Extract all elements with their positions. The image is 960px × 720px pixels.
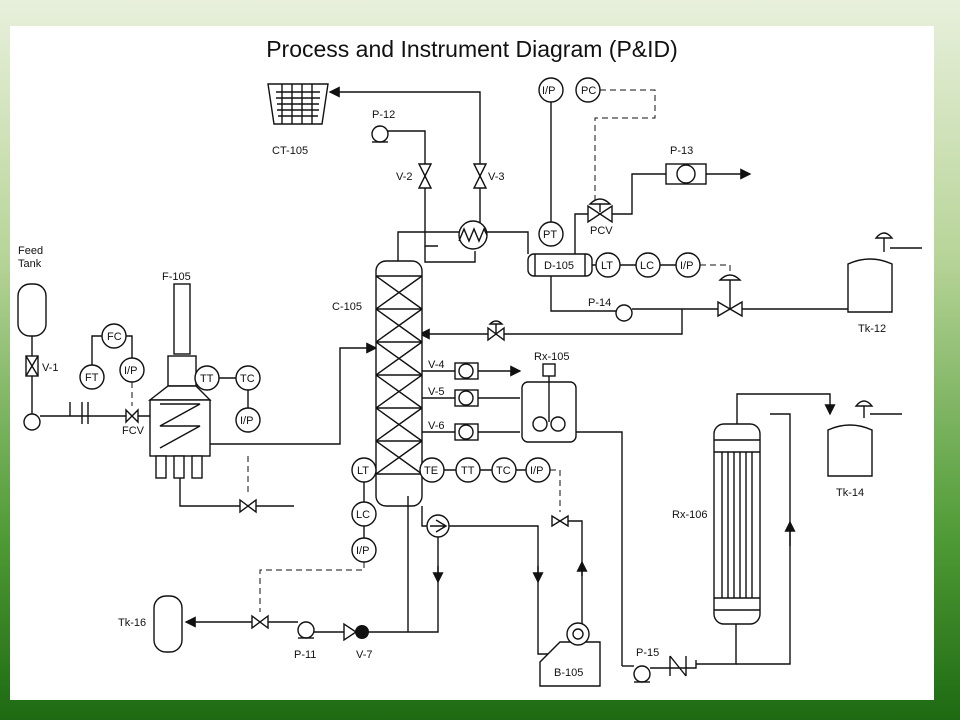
pump-p15 — [633, 665, 651, 683]
diagram-title: Process and Instrument Diagram (P&ID) — [266, 36, 678, 62]
text-fc: FC — [107, 331, 122, 343]
text-ip-col2: I/P — [530, 465, 543, 477]
instrument-pt — [538, 221, 564, 247]
label-pcv: PCV — [590, 225, 613, 237]
valve-v4 — [454, 362, 479, 380]
label-tk12: Tk-12 — [858, 323, 886, 335]
label-v6: V-6 — [428, 420, 445, 432]
valve-fuel — [239, 498, 257, 514]
label-v3: V-3 — [488, 171, 505, 183]
valve-v5 — [454, 389, 479, 407]
label-v4: V-4 — [428, 359, 445, 371]
label-p14: P-14 — [588, 297, 611, 309]
column-c105 — [375, 260, 423, 507]
label-v1: V-1 — [42, 362, 59, 374]
label-p13: P-13 — [670, 145, 693, 157]
text-ip-furnace: I/P — [240, 415, 253, 427]
pump-p12 — [371, 125, 389, 143]
label-rx106: Rx-106 — [672, 509, 707, 521]
label-ct105: CT-105 — [272, 145, 308, 157]
reactor-rx106 — [713, 423, 761, 625]
valve-v3 — [472, 163, 488, 189]
valve-v2 — [417, 163, 433, 189]
reactor-rx105 — [521, 363, 577, 443]
label-v5: V-5 — [428, 386, 445, 398]
cooling-tower-ct105 — [267, 83, 329, 125]
text-lt-d105: LT — [601, 260, 613, 272]
label-tk14: Tk-14 — [836, 487, 864, 499]
text-pt: PT — [543, 229, 557, 241]
label-feed-tank-1: Feed — [18, 245, 43, 257]
tank-tk12 — [847, 232, 922, 313]
blower-b105 — [539, 622, 601, 687]
label-p11: P-11 — [294, 649, 316, 661]
label-f105: F-105 — [162, 271, 191, 283]
label-feed-tank-2: Tank — [18, 258, 42, 270]
valve-level-control — [717, 274, 743, 318]
text-te: TE — [424, 465, 438, 477]
text-ip-col: I/P — [356, 545, 369, 557]
valve-v7 — [343, 622, 369, 642]
valve-v6 — [454, 423, 479, 441]
label-tk16: Tk-16 — [118, 617, 146, 629]
pump-feed — [23, 413, 41, 431]
text-ip-feed: I/P — [124, 365, 137, 377]
label-c105: C-105 — [332, 301, 362, 313]
furnace-f105 — [147, 283, 212, 479]
valve-bottoms — [251, 614, 269, 630]
valve-pcv — [587, 198, 613, 224]
text-lt-col: LT — [357, 465, 369, 477]
valve-fcv — [125, 408, 139, 424]
condenser-exchanger — [458, 220, 488, 250]
valve-steam — [551, 514, 569, 528]
valve-reflux — [487, 320, 505, 342]
tank-tk14 — [827, 400, 902, 477]
text-lc-col: LC — [356, 509, 370, 521]
drum-d105 — [527, 253, 593, 277]
diagram-canvas: Process and Instrument Diagram (P&ID) CT… — [10, 26, 934, 700]
label-d105: D-105 — [544, 260, 574, 272]
text-lc-d105: LC — [640, 260, 654, 272]
label-v2: V-2 — [396, 171, 413, 183]
pump-p11 — [297, 621, 315, 639]
pump-p14 — [615, 304, 633, 322]
text-ip-d105: I/P — [680, 260, 693, 272]
label-b105: B-105 — [554, 667, 583, 679]
label-v7: V-7 — [356, 649, 373, 661]
text-tc-furnace: TC — [240, 373, 255, 385]
feed-tank — [17, 283, 47, 337]
label-fcv: FCV — [122, 425, 145, 437]
tank-tk16 — [153, 595, 183, 653]
label-p12: P-12 — [372, 109, 395, 121]
text-tt-col: TT — [461, 465, 475, 477]
label-p15: P-15 — [636, 647, 659, 659]
pid-diagram: CT-105 P-12 V-2 V-3 I/P PC — [17, 77, 922, 687]
text-tt-furnace: TT — [200, 373, 214, 385]
text-ip-top: I/P — [542, 85, 555, 97]
label-rx105: Rx-105 — [534, 351, 569, 363]
valve-v1 — [25, 355, 39, 377]
text-ft: FT — [85, 372, 99, 384]
text-tc-col: TC — [496, 465, 511, 477]
text-pc: PC — [581, 85, 596, 97]
